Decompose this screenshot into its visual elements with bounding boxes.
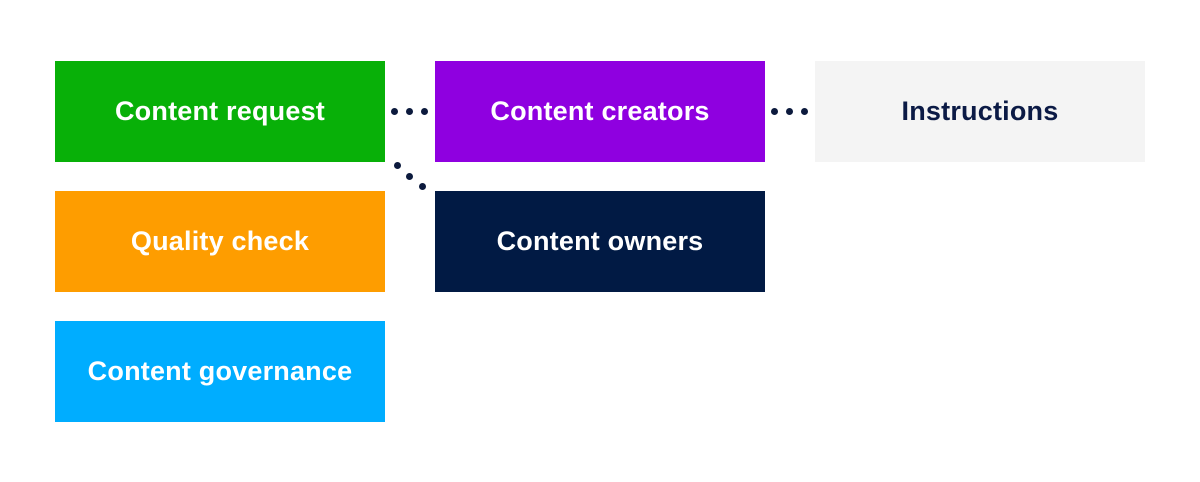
connector-dot xyxy=(394,162,401,169)
content-creators-label: Content creators xyxy=(490,96,710,126)
connector-dot xyxy=(406,173,413,180)
instructions-label: Instructions xyxy=(901,96,1059,126)
quality-check-label: Quality check xyxy=(130,226,310,256)
connector-dot xyxy=(406,108,413,115)
content-owners-box: Content owners xyxy=(435,191,765,292)
connector-dot xyxy=(771,108,778,115)
content-request-label: Content request xyxy=(114,96,325,126)
instructions-box: Instructions xyxy=(815,61,1145,162)
content-governance-label: Content governance xyxy=(87,356,353,386)
connector-dot xyxy=(391,108,398,115)
quality-check-box: Quality check xyxy=(55,191,385,292)
content-request-box: Content request xyxy=(55,61,385,162)
content-owners-label: Content owners xyxy=(496,226,704,256)
connector-dot xyxy=(801,108,808,115)
content-governance-box: Content governance xyxy=(55,321,385,422)
connector-dot xyxy=(786,108,793,115)
content-creators-box: Content creators xyxy=(435,61,765,162)
connector-dot xyxy=(419,183,426,190)
connector-dot xyxy=(421,108,428,115)
